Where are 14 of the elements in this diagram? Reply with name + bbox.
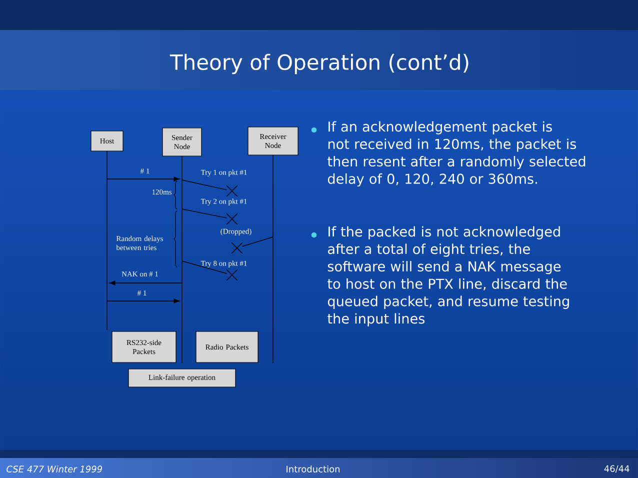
cross-mark bbox=[226, 213, 238, 225]
page-number: 46/44 bbox=[604, 465, 630, 473]
message-arrow bbox=[109, 280, 182, 286]
lifeline bbox=[272, 155, 274, 363]
cross-mark bbox=[226, 269, 238, 281]
message-arrow bbox=[106, 176, 180, 182]
message-arrow bbox=[106, 298, 180, 304]
bullet-text: If the packed is not acknowledged after a total of eight tries, the software will send a NAK message to host on the PTX line, discard the queued packet, and resume testing the input lines bbox=[328, 226, 569, 326]
title: Theory of Operation (cont’d) bbox=[170, 54, 468, 74]
cross-mark bbox=[231, 242, 243, 254]
footer-text: CSE 477 Winter 1999 bbox=[6, 466, 102, 472]
bullet-text: If an acknowledgement packet is not received in 120ms, the packet is then resent after a randomly selected delay of 0, 120, 240 or 360ms. bbox=[328, 121, 586, 187]
cross-mark bbox=[226, 185, 238, 197]
footer-text: Introduction bbox=[286, 466, 340, 472]
